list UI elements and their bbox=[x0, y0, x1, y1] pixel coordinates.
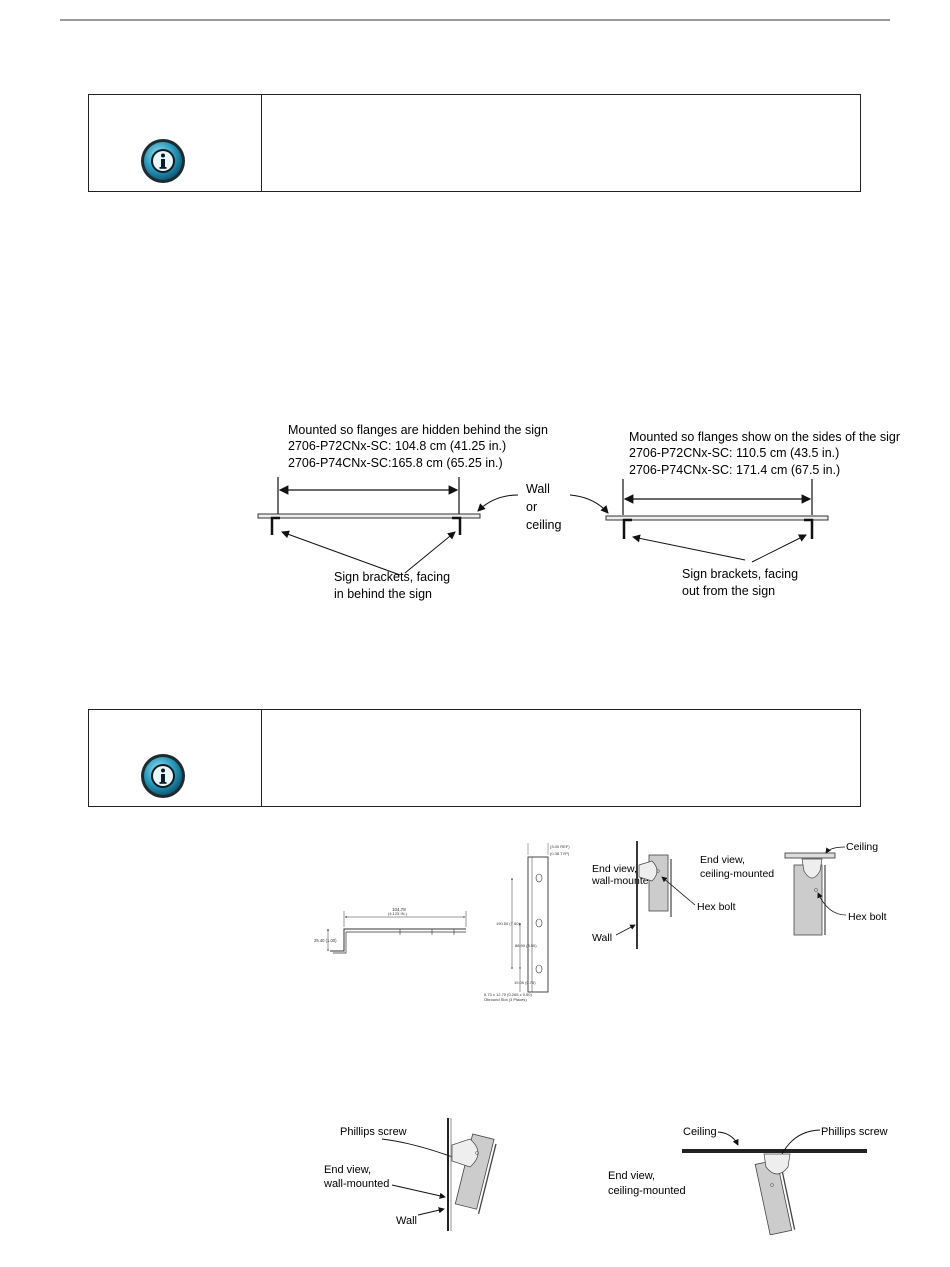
ceiling-end-view-label-1: End view, bbox=[700, 854, 745, 866]
left-caption-line3: 2706-P74CNx-SC:165.8 cm (65.25 in.) bbox=[288, 456, 503, 470]
ceiling-label-fig2: Ceiling bbox=[846, 841, 878, 853]
ceiling-end-view-label-2: ceiling-mounted bbox=[608, 1185, 686, 1197]
dim-top-a: (3.00 REF) bbox=[550, 844, 570, 849]
wall-leader-left bbox=[477, 494, 519, 512]
dim-hole-a: 6.73 x 12.70 (0.265 x 0.50) bbox=[484, 992, 532, 997]
right-caption-line2: 2706-P72CNx-SC: 110.5 cm (43.5 in.) bbox=[629, 446, 839, 460]
info-icon bbox=[141, 754, 185, 798]
header-rule bbox=[60, 19, 890, 21]
note-box-1 bbox=[88, 94, 861, 192]
right-brackets-label-2: out from the sign bbox=[682, 584, 775, 598]
right-caption-title: Mounted so flanges show on the sides of … bbox=[629, 430, 900, 444]
wall-label-2: or bbox=[526, 500, 537, 514]
note-icon-cell bbox=[89, 710, 262, 806]
wall-end-view-label-2: wall-mounted bbox=[323, 1178, 389, 1190]
note-icon-cell bbox=[89, 95, 262, 191]
wall-label-1: Wall bbox=[526, 482, 550, 496]
hex-bolt-label-1: Hex bolt bbox=[697, 901, 736, 913]
wall-label-fig2: Wall bbox=[592, 932, 612, 944]
dim-length-a: 104.78 bbox=[392, 907, 406, 912]
left-bracket-leader-1 bbox=[281, 530, 401, 576]
dim-vertical-2: 88.90 (3.50) bbox=[515, 943, 537, 948]
left-sign-panel bbox=[257, 513, 481, 519]
wall-label-3: ceiling bbox=[526, 518, 561, 532]
ceiling-end-view-label-1: End view, bbox=[608, 1170, 655, 1182]
bracket-dimension-diagram: 104.78 (4.125 IN.) 25.40 (1.00) (3.00 RE… bbox=[314, 841, 887, 1002]
dim-length-b: (4.125 IN.) bbox=[388, 911, 408, 916]
ceiling-panel-fig3 bbox=[682, 1149, 867, 1153]
right-bracket-l bbox=[622, 518, 632, 539]
phillips-screw-diagram: Phillips screw End view, wall-mounted Wa… bbox=[323, 1118, 888, 1235]
dim-vertical-3: 19.05 (0.75) bbox=[514, 980, 536, 985]
hex-bolt-label-2: Hex bolt bbox=[848, 911, 887, 923]
left-brackets-label-2: in behind the sign bbox=[334, 587, 432, 601]
wall-end-view-label-1: End view, bbox=[592, 863, 637, 875]
left-bracket-r bbox=[452, 516, 462, 535]
left-bracket-l bbox=[270, 516, 280, 535]
wall-end-view-label-2: wall-mounted bbox=[591, 875, 655, 887]
left-bracket-leader-2 bbox=[404, 531, 456, 574]
dim-height: 25.40 (1.00) bbox=[314, 938, 337, 943]
flange-mounting-diagram: Mounted so flanges are hidden behind the… bbox=[257, 423, 900, 601]
right-sign-panel bbox=[605, 515, 829, 521]
phillips-screw-label-1: Phillips screw bbox=[340, 1126, 407, 1138]
note-box-2 bbox=[88, 709, 861, 807]
ceiling-label-fig3: Ceiling bbox=[683, 1126, 717, 1138]
left-brackets-label-1: Sign brackets, facing bbox=[334, 570, 450, 584]
dim-vertical-1: 190.50 (7.50) bbox=[496, 921, 520, 926]
phillips-screw-label-2: Phillips screw bbox=[821, 1126, 888, 1138]
dim-top-b: (0.38 TYP) bbox=[550, 851, 570, 856]
wall-end-view-label-1: End view, bbox=[324, 1164, 371, 1176]
ceiling-end-view-label-2: ceiling-mounted bbox=[700, 868, 774, 880]
right-bracket-leader-1 bbox=[632, 534, 746, 561]
left-caption-title: Mounted so flanges are hidden behind the… bbox=[288, 423, 548, 437]
right-bracket-r bbox=[804, 518, 814, 539]
wall-leader-right bbox=[569, 494, 609, 514]
wall-label-fig3: Wall bbox=[396, 1215, 417, 1227]
right-brackets-label-1: Sign brackets, facing bbox=[682, 567, 798, 581]
left-caption-line2: 2706-P72CNx-SC: 104.8 cm (41.25 in.) bbox=[288, 439, 506, 453]
info-icon bbox=[141, 139, 185, 183]
dim-hole-b: Obround Slot (3 Places) bbox=[484, 997, 527, 1002]
right-bracket-leader-2 bbox=[751, 534, 807, 563]
right-caption-line3: 2706-P74CNx-SC: 171.4 cm (67.5 in.) bbox=[629, 463, 840, 477]
